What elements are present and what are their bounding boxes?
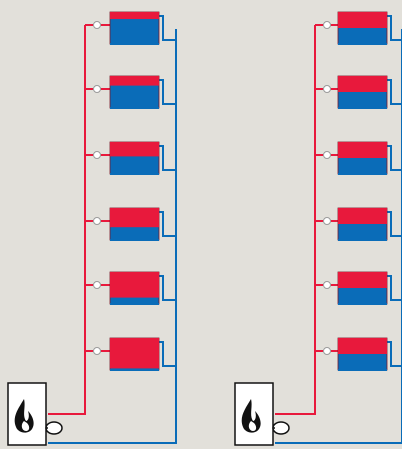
return-branch-pipe [159, 211, 176, 237]
valve-icon [323, 151, 331, 159]
radiator-hot-zone [338, 208, 387, 224]
radiator-unit [85, 75, 176, 109]
right-heating-system [234, 11, 402, 446]
boiler-icon [234, 382, 290, 446]
boiler-housing [7, 382, 47, 446]
flame-icon [14, 399, 34, 433]
flame-inner [21, 421, 30, 431]
valve-icon [93, 151, 101, 159]
return-pipe [48, 29, 177, 444]
valve-icon [323, 281, 331, 289]
radiator-unit [85, 11, 176, 45]
return-branch-pipe [159, 145, 176, 171]
left-heating-system [7, 11, 177, 446]
boiler-housing [234, 382, 274, 446]
return-branch-pipe [159, 79, 176, 105]
radiator-hot-zone [338, 142, 387, 158]
radiator-unit [315, 337, 402, 371]
boiler-icon [7, 382, 63, 446]
radiator-unit [315, 11, 402, 45]
valve-icon [93, 347, 101, 355]
return-branch-pipe [387, 275, 402, 301]
return-branch-pipe [159, 275, 176, 301]
return-branch-pipe [159, 15, 176, 41]
radiator-unit [85, 141, 176, 175]
return-pipe [275, 29, 402, 444]
radiator-hot-zone [110, 272, 159, 298]
flame-icon [241, 399, 261, 433]
valve-icon [323, 21, 331, 29]
radiator-unit [85, 337, 176, 371]
radiator-hot-zone [338, 272, 387, 288]
radiator-unit [315, 271, 402, 305]
return-branch-pipe [387, 145, 402, 171]
valve-icon [93, 281, 101, 289]
radiator-hot-zone [110, 208, 159, 228]
return-branch-pipe [387, 15, 402, 41]
radiator-unit [85, 207, 176, 241]
valve-icon [93, 85, 101, 93]
radiator-unit [315, 207, 402, 241]
radiator-unit [85, 271, 176, 305]
valve-icon [323, 347, 331, 355]
pump-icon [45, 421, 63, 435]
radiator-hot-zone [338, 76, 387, 92]
radiator-hot-zone [110, 76, 159, 86]
return-branch-pipe [387, 341, 402, 367]
return-branch-pipe [159, 341, 176, 367]
radiator-unit [315, 141, 402, 175]
radiator-hot-zone [110, 142, 159, 157]
radiator-hot-zone [338, 338, 387, 354]
radiator-unit [315, 75, 402, 109]
return-branch-pipe [387, 79, 402, 105]
valve-icon [93, 217, 101, 225]
radiator-hot-zone [110, 338, 159, 369]
pump-icon [272, 421, 290, 435]
radiator-hot-zone [338, 12, 387, 28]
radiator-hot-zone [110, 12, 159, 20]
valve-icon [93, 21, 101, 29]
valve-icon [323, 217, 331, 225]
flame-inner [248, 421, 257, 431]
valve-icon [323, 85, 331, 93]
return-branch-pipe [387, 211, 402, 237]
